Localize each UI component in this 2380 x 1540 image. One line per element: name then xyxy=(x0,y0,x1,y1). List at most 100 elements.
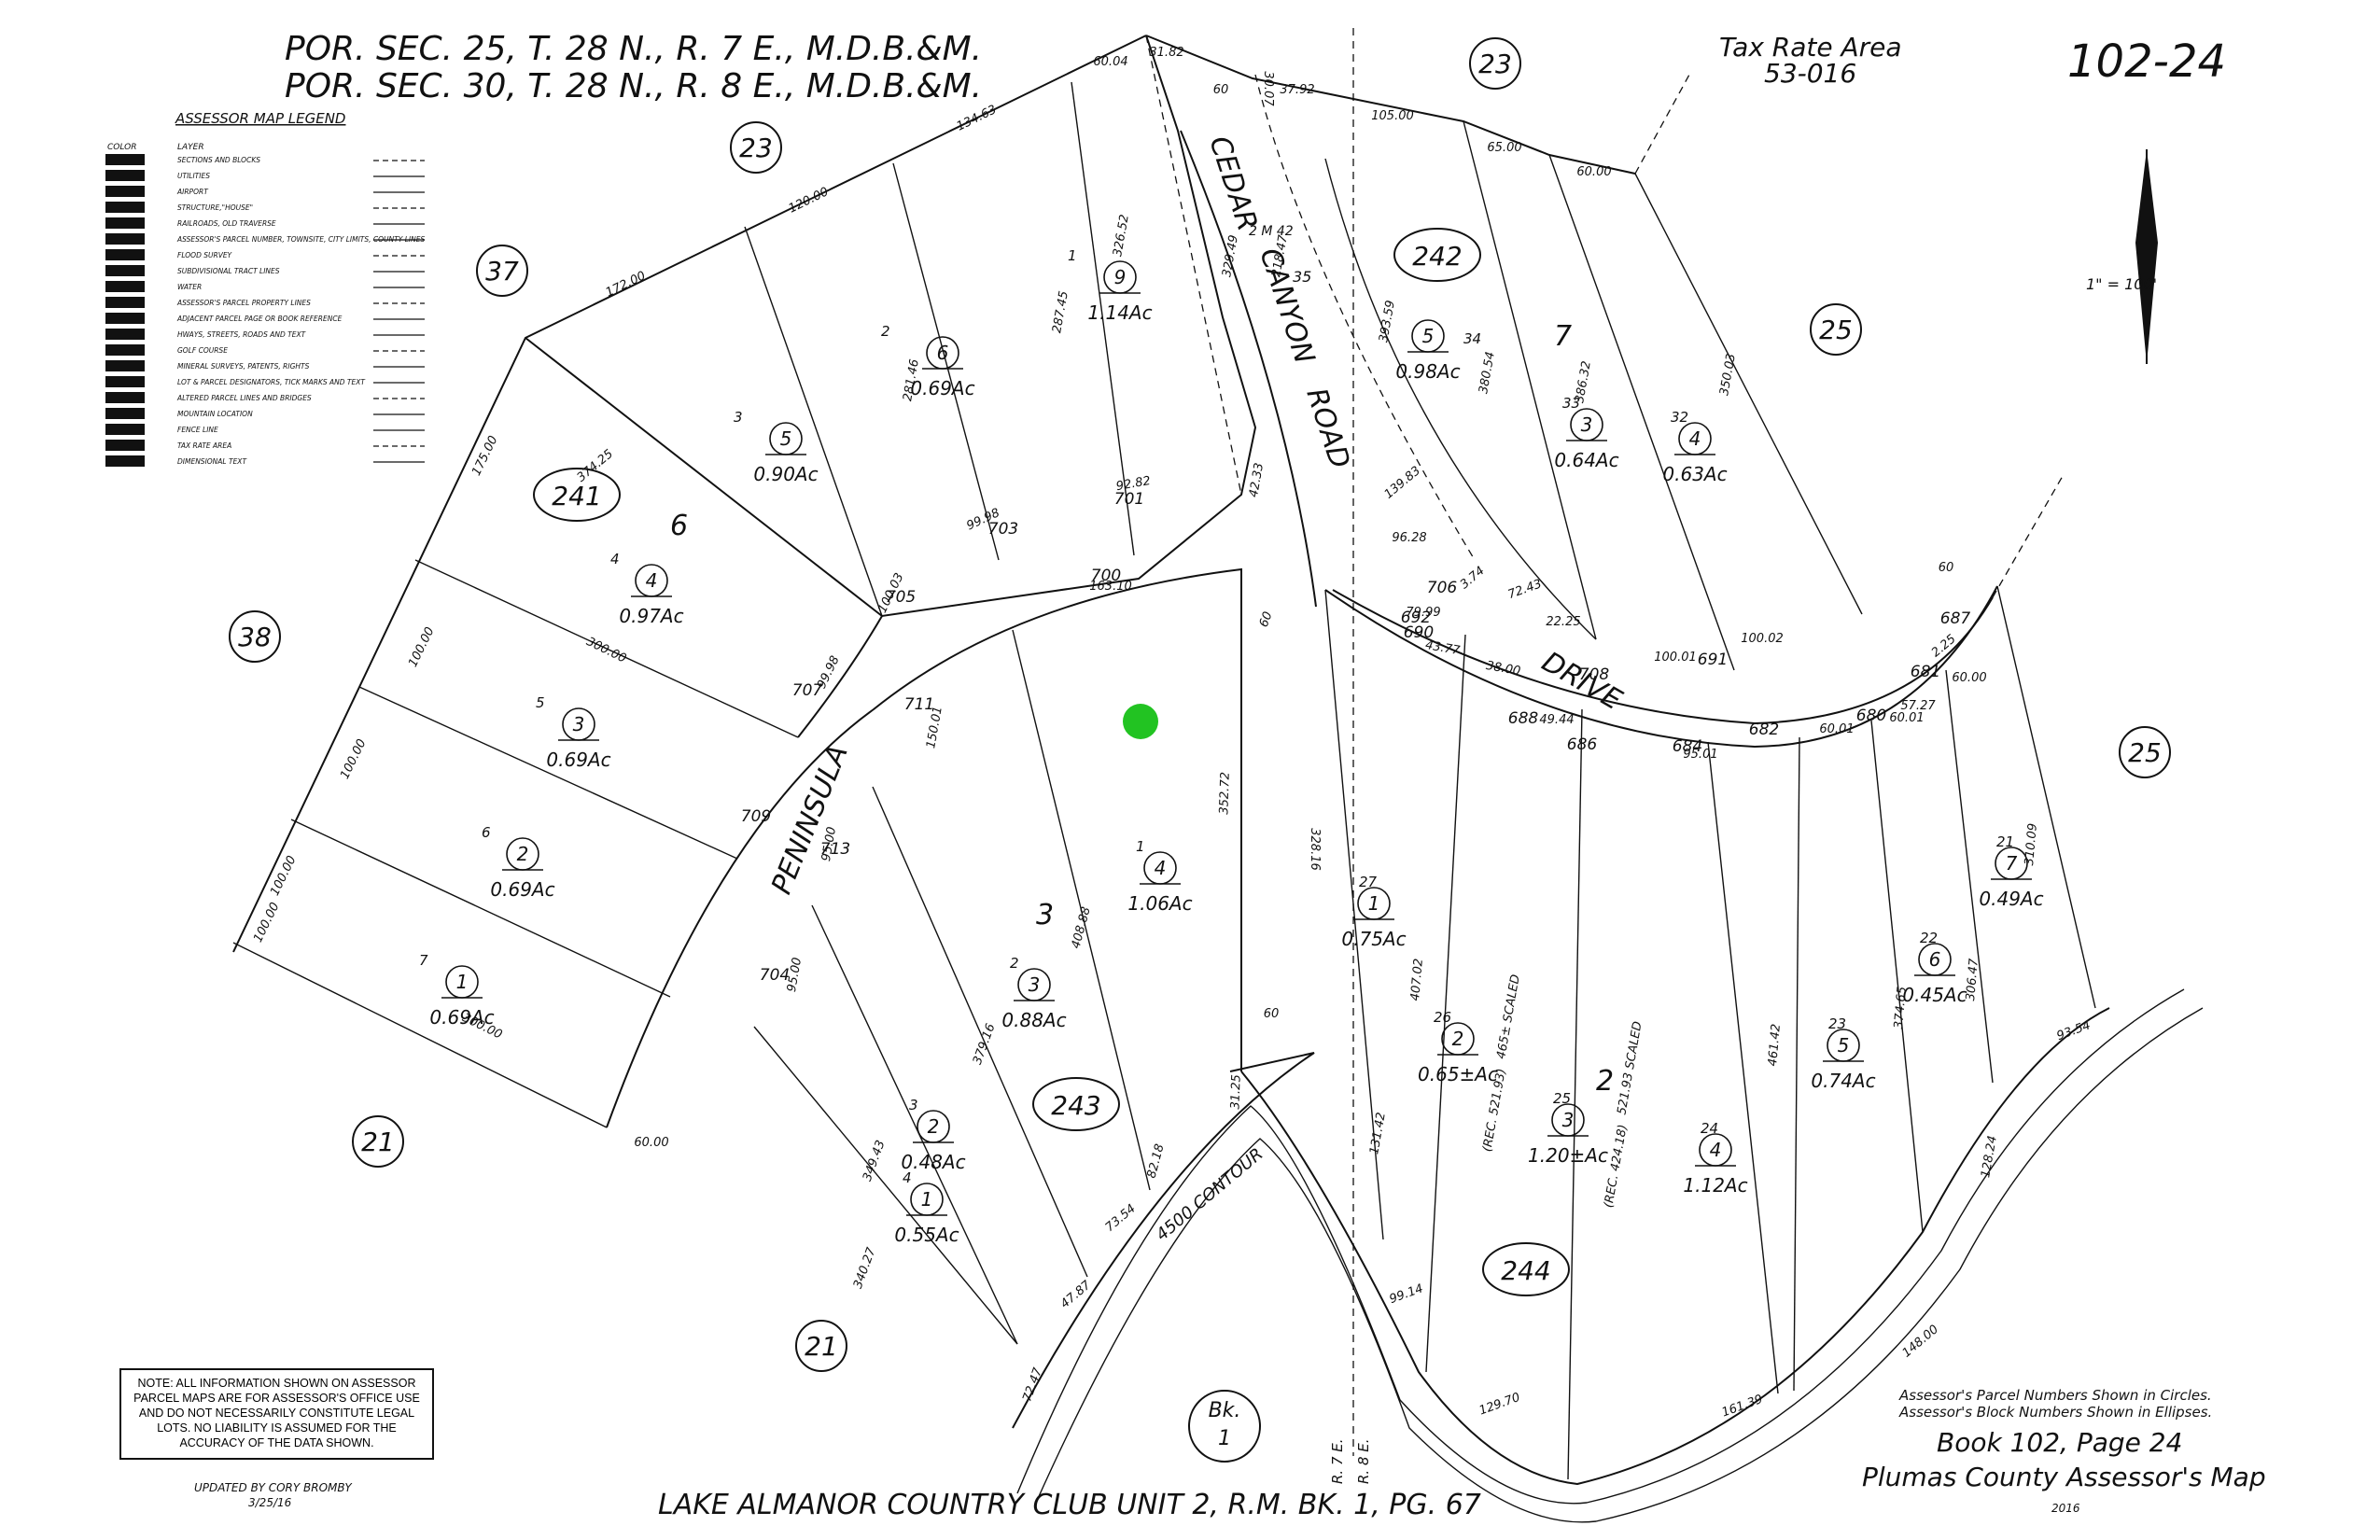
svg-text:1: 1 xyxy=(1218,1427,1231,1450)
svg-text:38: 38 xyxy=(238,622,272,652)
dimension-label: 3.74 xyxy=(1458,564,1488,592)
dimension-label: 120.00 xyxy=(787,185,831,216)
parcel-number: 6 xyxy=(937,342,949,364)
dimension-label: 99.14 xyxy=(1388,1281,1425,1307)
adjacent-page-circle: 21 xyxy=(795,1320,847,1372)
legend-row-label: STRUCTURE,"HOUSE" xyxy=(177,203,253,212)
dimension-label: 100.00 xyxy=(268,854,299,898)
lot-number: 4 xyxy=(610,551,620,567)
lot-number: 2 xyxy=(1010,955,1019,972)
dimension-label: 172.00 xyxy=(604,269,648,300)
dimension-label: 72.47 xyxy=(1020,1365,1045,1404)
parcel-number: 1 xyxy=(1368,892,1380,915)
dimension-label: 47.87 xyxy=(1058,1278,1095,1311)
legend-row-label: SUBDIVISIONAL TRACT LINES xyxy=(177,267,280,275)
address-number: 684 xyxy=(1673,737,1702,756)
lot-number: 2 xyxy=(881,323,890,340)
legend-row-label: FLOOD SURVEY xyxy=(177,251,233,259)
block-ellipse-244: 244 xyxy=(1482,1242,1570,1296)
dimension-label: 96.28 xyxy=(1392,531,1426,545)
address-number: 680 xyxy=(1856,707,1886,725)
legend-row-label: LOT & PARCEL DESIGNATORS, TICK MARKS AND… xyxy=(177,378,366,386)
legend-row-label: ALTERED PARCEL LINES AND BRIDGES xyxy=(176,394,312,402)
dimension-label: 287.45 xyxy=(1050,290,1071,334)
lot-number: 7 xyxy=(419,952,428,969)
scale-label: 1" = 100' xyxy=(2086,275,2157,293)
parcel-acres: 0.64Ac xyxy=(1554,449,1618,471)
lot-number: 25 xyxy=(1553,1090,1571,1107)
parcel-acres: 1.12Ac xyxy=(1683,1174,1747,1197)
legend-swatch xyxy=(105,186,145,197)
map-year: 2016 xyxy=(2051,1502,2080,1515)
north-arrow-icon xyxy=(2135,149,2158,364)
parcel-number: 3 xyxy=(1581,413,1593,436)
parcel-acres: 1.20±Ac xyxy=(1528,1144,1608,1167)
parcel-number: 2 xyxy=(1452,1028,1464,1050)
dimension-label: 350.03 xyxy=(1717,353,1739,397)
parcel-number: 2 xyxy=(517,843,529,865)
lot-number: 5 xyxy=(536,694,545,711)
address-number: 706 xyxy=(1427,579,1458,597)
address-number: 704 xyxy=(760,966,790,985)
legend-row-label: ADJACENT PARCEL PAGE OR BOOK REFERENCE xyxy=(176,315,343,323)
legend: ASSESSOR MAP LEGEND COLOR LAYER SECTIONS… xyxy=(105,110,425,467)
parcel-acres: 0.74Ac xyxy=(1811,1070,1875,1092)
dimension-label: 161.39 xyxy=(1720,1393,1765,1421)
updated-line-2: 3/25/16 xyxy=(248,1496,292,1509)
parcel-number: 1 xyxy=(921,1188,933,1211)
dimension-label: 380.54 xyxy=(1477,351,1498,395)
dimension-label: 93.54 xyxy=(2055,1018,2093,1043)
dimension-label: 300.00 xyxy=(584,635,628,665)
parcel-number: 5 xyxy=(1422,325,1435,347)
dimension-label: 60.01 xyxy=(1889,711,1924,725)
legend-swatch xyxy=(105,313,145,324)
parcel-acres: 0.63Ac xyxy=(1662,463,1727,485)
dimension-label: 73.54 xyxy=(1103,1202,1139,1235)
legend-row-label: DIMENSIONAL TEXT xyxy=(177,457,247,466)
dimension-label: 100.00 xyxy=(338,737,369,781)
legend-swatch xyxy=(105,154,145,165)
parcel-number: 3 xyxy=(1029,973,1041,996)
svg-text:21: 21 xyxy=(805,1331,838,1362)
address-number: 708 xyxy=(1579,665,1610,684)
parcel-label: 2 0.65±Ac 26 xyxy=(1418,1009,1498,1085)
parcel-acres: 0.69Ac xyxy=(429,1006,494,1029)
map-title: Plumas County Assessor's Map xyxy=(1862,1462,2266,1492)
dimension-label: 340.27 xyxy=(851,1245,879,1291)
legend-col-layer: LAYER xyxy=(177,143,204,152)
parcel-number: 7 xyxy=(2006,852,2018,875)
dimension-label: 31.82 xyxy=(1149,46,1183,60)
location-marker[interactable] xyxy=(1123,704,1158,739)
parcel-note-1: Assessor's Parcel Numbers Shown in Circl… xyxy=(1898,1387,2212,1404)
parcel-note-2: Assessor's Block Numbers Shown in Ellips… xyxy=(1898,1404,2212,1421)
tax-rate-area-label: Tax Rate Area xyxy=(1719,32,1902,63)
address-number: 682 xyxy=(1749,721,1779,739)
dimension-label: 72.43 xyxy=(1506,577,1544,602)
dimension-label: 22.25 xyxy=(1546,615,1580,629)
legend-swatch xyxy=(105,392,145,403)
dimension-label: 379.16 xyxy=(971,1022,999,1067)
lot-number: 34 xyxy=(1463,330,1481,347)
parcel-acres: 0.65±Ac xyxy=(1418,1063,1498,1085)
dimension-label: 131.42 xyxy=(1367,1112,1389,1155)
dimension-label: 95.00 xyxy=(785,957,805,993)
legend-row-label: FENCE LINE xyxy=(177,426,218,434)
legend-swatch xyxy=(105,329,145,340)
address-number: 705 xyxy=(886,588,916,607)
adjacent-page-circle: 23 xyxy=(1469,37,1521,90)
lot-number: 26 xyxy=(1434,1009,1451,1026)
dimension-label: 30.07 xyxy=(1261,71,1275,106)
legend-row-label: WATER xyxy=(177,283,202,291)
dimension-label: 100.00 xyxy=(406,625,437,669)
parcel-acres: 0.69Ac xyxy=(546,749,610,771)
lot-number: 32 xyxy=(1671,409,1688,426)
legend-row-label: MINERAL SURVEYS, PATENTS, RIGHTS xyxy=(177,362,310,371)
